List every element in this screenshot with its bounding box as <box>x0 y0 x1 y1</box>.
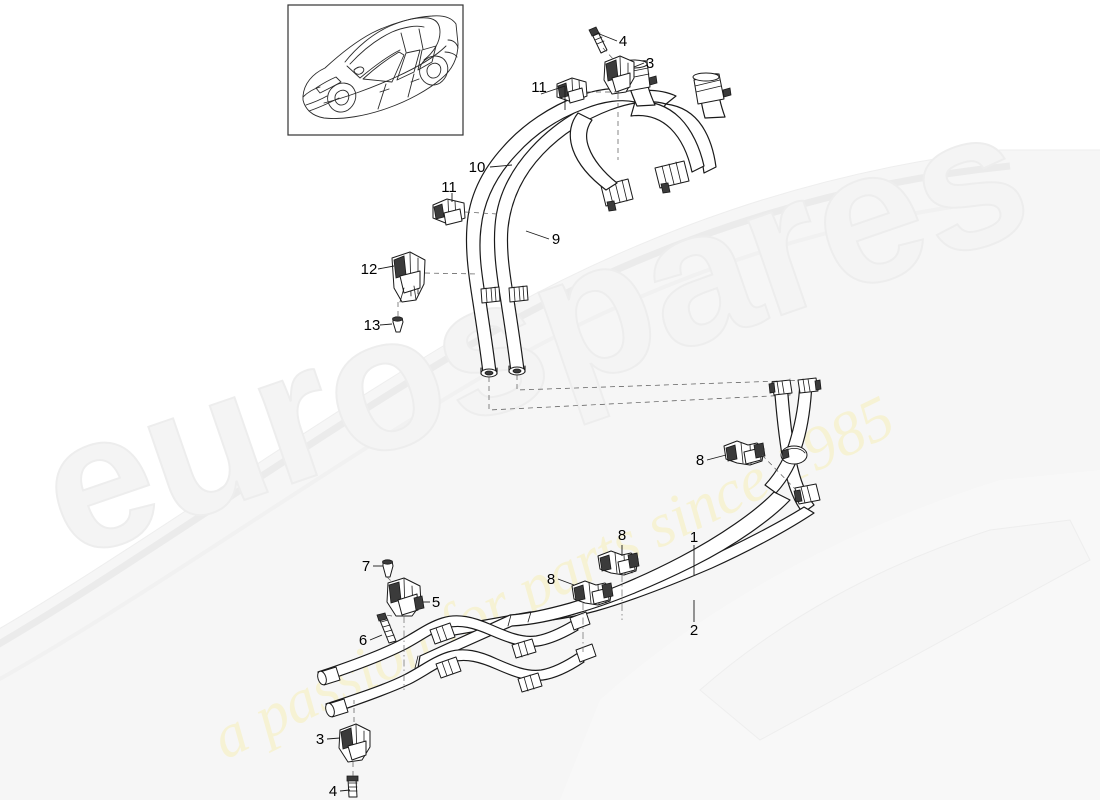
lower-hose-ferrule-u2 <box>511 638 537 659</box>
coolant-hose-10 <box>493 89 677 373</box>
callout-1: 1 <box>690 529 698 546</box>
callout-labels: 1 2 3 4 3 4 5 6 7 8 8 8 9 10 11 11 12 13 <box>316 33 704 800</box>
upper-hose-assembly <box>465 59 732 378</box>
callout-9: 9 <box>552 231 560 248</box>
leader-11-upper <box>540 85 566 110</box>
loc-line-6 <box>385 614 393 617</box>
leader-4-top <box>596 32 618 42</box>
leader-3-bottom <box>326 737 341 740</box>
part-6-screw <box>376 612 397 644</box>
lower-hose-right-end-u <box>569 611 591 631</box>
porsche-panamera-line-drawing <box>302 15 459 119</box>
loc-line-7 <box>386 576 393 583</box>
callout-3-top: 3 <box>646 55 654 72</box>
hose-lower-terminal-9 <box>480 367 498 378</box>
pipe-top-ferrule-2 <box>797 377 822 394</box>
part-4-bolt-top <box>588 26 608 54</box>
part-11-hose-clip-lower <box>432 198 466 226</box>
lower-hose-open-end-l <box>325 698 349 718</box>
callout-10: 10 <box>469 159 486 176</box>
lower-hose-open-end-u <box>317 666 341 686</box>
part-13-grommet <box>392 316 404 333</box>
loc-line-8-right <box>761 454 801 495</box>
clamp-tab-left <box>648 75 658 86</box>
loc-line-4-top <box>602 47 615 61</box>
lower-hose-right-end-l <box>575 643 597 663</box>
background-body-outline <box>0 149 1100 800</box>
pipe-joint-mark-b <box>507 614 512 627</box>
part-3-bracket-top <box>603 55 635 95</box>
part-4-bolt-bottom <box>346 775 359 798</box>
callout-4-top: 4 <box>619 33 627 50</box>
part-12-mounting-bracket <box>391 251 426 303</box>
leader-13 <box>379 323 393 326</box>
lower-hose-ferrule-u1 <box>429 622 456 645</box>
callout-5: 5 <box>432 594 440 611</box>
clamp-tab-right <box>722 87 732 98</box>
pipe-end-cap-b <box>414 655 419 669</box>
part-3-bracket-bottom <box>338 723 371 763</box>
leader-9 <box>525 230 550 240</box>
leader-lines <box>326 32 727 792</box>
callout-8-left: 8 <box>547 571 555 588</box>
lower-hose-ferrule-l2 <box>517 672 543 693</box>
pipe-crossing-clamp <box>780 445 808 465</box>
leader-10 <box>489 164 513 168</box>
leader-3-top <box>633 62 645 68</box>
callout-8-middle: 8 <box>618 527 626 544</box>
part-8-clip-left <box>571 580 614 606</box>
callout-11-lower: 11 <box>441 179 457 196</box>
part-5-retainer-bracket <box>386 577 425 617</box>
branch-hose-b <box>630 101 705 173</box>
callout-4-bottom: 4 <box>329 783 337 800</box>
junction-bridge-hose <box>569 112 618 191</box>
callout-6: 6 <box>359 632 367 649</box>
callout-12: 12 <box>361 261 378 278</box>
part-7-expanding-rivet <box>382 559 394 578</box>
hose-top-cuff-right <box>692 72 725 105</box>
coolant-pipe-vertical-2 <box>764 381 813 494</box>
leader-12 <box>377 265 395 270</box>
vehicle-thumbnail <box>287 4 464 136</box>
hose-lower-terminal-10 <box>508 365 526 376</box>
hose-end-ferrule-10 <box>508 285 529 303</box>
hose-end-ferrule-9 <box>480 286 501 304</box>
leader-6 <box>369 634 383 641</box>
callout-2: 2 <box>690 622 698 639</box>
hose-junction-clamp-a <box>654 160 690 194</box>
pipe-joint-mark-a <box>527 611 532 623</box>
lower-hose-ferrule-l1 <box>435 656 462 679</box>
part-11-hose-clip-upper <box>556 77 588 104</box>
callout-13: 13 <box>364 317 381 334</box>
callout-11-upper: 11 <box>531 79 547 96</box>
part-8-clip-right <box>723 440 766 466</box>
lower-left-hose-pair <box>317 611 597 718</box>
part-8-clip-middle <box>597 550 640 576</box>
pipe-top-ferrule-1 <box>768 379 793 396</box>
leader-4-bottom <box>339 789 351 792</box>
part-location-lines <box>352 47 801 776</box>
leader-8-right <box>706 454 727 461</box>
leader-8-left <box>557 578 575 586</box>
callout-7: 7 <box>362 558 370 575</box>
callout-8-right: 8 <box>696 452 704 469</box>
callout-3-bottom: 3 <box>316 731 324 748</box>
pipe-bend-ferrule <box>793 483 821 505</box>
